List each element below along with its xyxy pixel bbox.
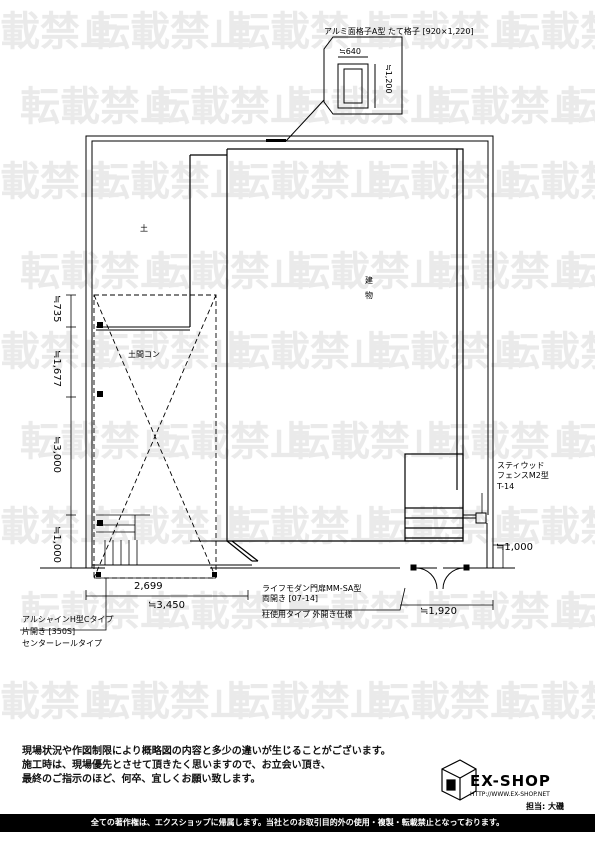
watermark-text: 転載禁止 — [90, 329, 250, 375]
watermark-text: 転載禁止 — [290, 419, 450, 465]
carport-label-1: アルシャインH型Cタイプ — [22, 615, 114, 624]
watermark-text: 転載禁止 — [90, 159, 250, 205]
concrete-slab — [92, 326, 252, 566]
watermark-text: 転載禁止 — [230, 504, 390, 550]
watermark-text: 転載禁止 — [150, 84, 310, 130]
watermark-text: 転載禁止 — [560, 84, 595, 130]
watermark-text: 転載禁止 — [500, 9, 595, 55]
watermark-text: 転載禁止 — [370, 504, 530, 550]
watermark-text: 転載禁止 — [500, 329, 595, 375]
watermark-text: 転載禁止 — [370, 159, 530, 205]
watermark-layer: 転載禁止転載禁止転載禁止転載禁止転載禁止転載禁止転載禁止転載禁止転載禁止転載禁止… — [0, 9, 595, 725]
note-line: 現場状況や作図制限により概略図の内容と多少の違いが生じることがございます。 — [22, 746, 391, 757]
brand-url: HTTP://WWW.EX-SHOP.NET — [470, 791, 550, 798]
watermark-text: 転載禁止 — [500, 679, 595, 725]
dim-1000-right: ≒1,000 — [496, 542, 533, 553]
gate-label-3: 柱使用タイプ 外開き仕様 — [262, 609, 353, 619]
watermark-text: 転載禁止 — [230, 159, 390, 205]
watermark-text: 転載禁止 — [20, 84, 180, 130]
watermark-text: 転載禁止 — [290, 84, 450, 130]
watermark-text: 転載禁止 — [230, 329, 390, 375]
watermark-text: 転載禁止 — [90, 9, 250, 55]
watermark-text: 転載禁止 — [500, 159, 595, 205]
watermark-text: 転載禁止 — [560, 419, 595, 465]
watermark-text: 転載禁止 — [500, 504, 595, 550]
watermark-text: 転載禁止 — [430, 84, 590, 130]
dim-1000-left: ≒1,000 — [51, 526, 62, 563]
exshop-logo-cube — [441, 759, 477, 801]
watermark-text: 転載禁止 — [150, 589, 310, 635]
building-outline — [189, 148, 464, 562]
carport-label-3: センターレールタイプ — [22, 639, 102, 648]
note-line: 最終のご指示のほど、何卒、宜しくお願い致します。 — [22, 774, 261, 785]
watermark-text: 転載禁止 — [20, 249, 180, 295]
watermark-text: 転載禁止 — [20, 589, 180, 635]
gate-label-2: 両開き [07-14] — [262, 594, 318, 603]
lattice-height-dim: ≒1,200 — [384, 64, 393, 94]
fence-and-gate — [410, 512, 488, 590]
building-label-2: 物 — [365, 290, 373, 300]
fence-label-2: フェンスM2型 — [497, 471, 549, 480]
dim-1920: ≒1,920 — [420, 606, 457, 617]
note-line: 施工時は、現場優先とさせて頂きたく思いますので、お立会い頂き、 — [22, 760, 331, 771]
watermark-text: 転載禁止 — [90, 504, 250, 550]
watermark-text: 転載禁止 — [290, 249, 450, 295]
watermark-text: 転載禁止 — [90, 679, 250, 725]
watermark-text: 転載禁止 — [370, 9, 530, 55]
property-boundary — [85, 135, 494, 568]
lattice-callout — [285, 36, 403, 142]
carport-label-2: 片開き [350S] — [22, 626, 75, 636]
watermark-text: 転載禁止 — [0, 329, 120, 375]
watermark-text: 転載禁止 — [370, 329, 530, 375]
dimension-lines — [20, 294, 510, 631]
watermark-text: 転載禁止 — [230, 679, 390, 725]
dim-2699: 2,699 — [134, 581, 163, 592]
watermark-text: 転載禁止 — [150, 249, 310, 295]
dim-735: ≒735 — [51, 295, 62, 322]
watermark-text: 転載禁止 — [430, 589, 590, 635]
fence-label-1: スティウッド — [497, 461, 545, 470]
watermark-text: 転載禁止 — [290, 589, 450, 635]
fence-label-3: T-14 — [496, 482, 514, 491]
copyright-footer: 全ての著作権は、エクスショップに帰属します。当社とのお取引目的外の使用・複製・転… — [0, 814, 595, 832]
building-label-1: 建 — [365, 275, 373, 285]
watermark-text: 転載禁止 — [230, 9, 390, 55]
watermark-text: 転載禁止 — [560, 249, 595, 295]
watermark-text: 転載禁止 — [150, 419, 310, 465]
dim-3450: ≒3,450 — [148, 600, 185, 611]
dim-3000: ≒3,000 — [51, 436, 62, 473]
watermark-text: 転載禁止 — [0, 9, 120, 55]
dim-1677: ≒1,677 — [51, 350, 62, 387]
carport-posts — [96, 322, 217, 577]
gate-label-1: ライフモダン門扉MM-SA型 — [262, 583, 361, 593]
watermark-text: 転載禁止 — [560, 589, 595, 635]
staff-label: 担当: 大磯 — [526, 802, 564, 811]
lattice-width-dim: ≒640 — [339, 47, 361, 56]
brand-name: EX-SHOP — [470, 772, 551, 790]
watermark-text: 転載禁止 — [0, 504, 120, 550]
disclaimer-notes: 現場状況や作図制限により概略図の内容と多少の違いが生じることがございます。 施工… — [22, 745, 412, 787]
watermark-text: 転載禁止 — [370, 679, 530, 725]
watermark-text: 転載禁止 — [0, 159, 120, 205]
soil-label: 土 — [140, 223, 148, 233]
watermark-text: 転載禁止 — [20, 419, 180, 465]
watermark-text: 転載禁止 — [0, 679, 120, 725]
concrete-label: 土間コン — [128, 349, 160, 359]
lattice-window-mark — [266, 139, 286, 142]
lattice-title: アルミ面格子A型 たて格子 [920×1,220] — [324, 26, 474, 36]
